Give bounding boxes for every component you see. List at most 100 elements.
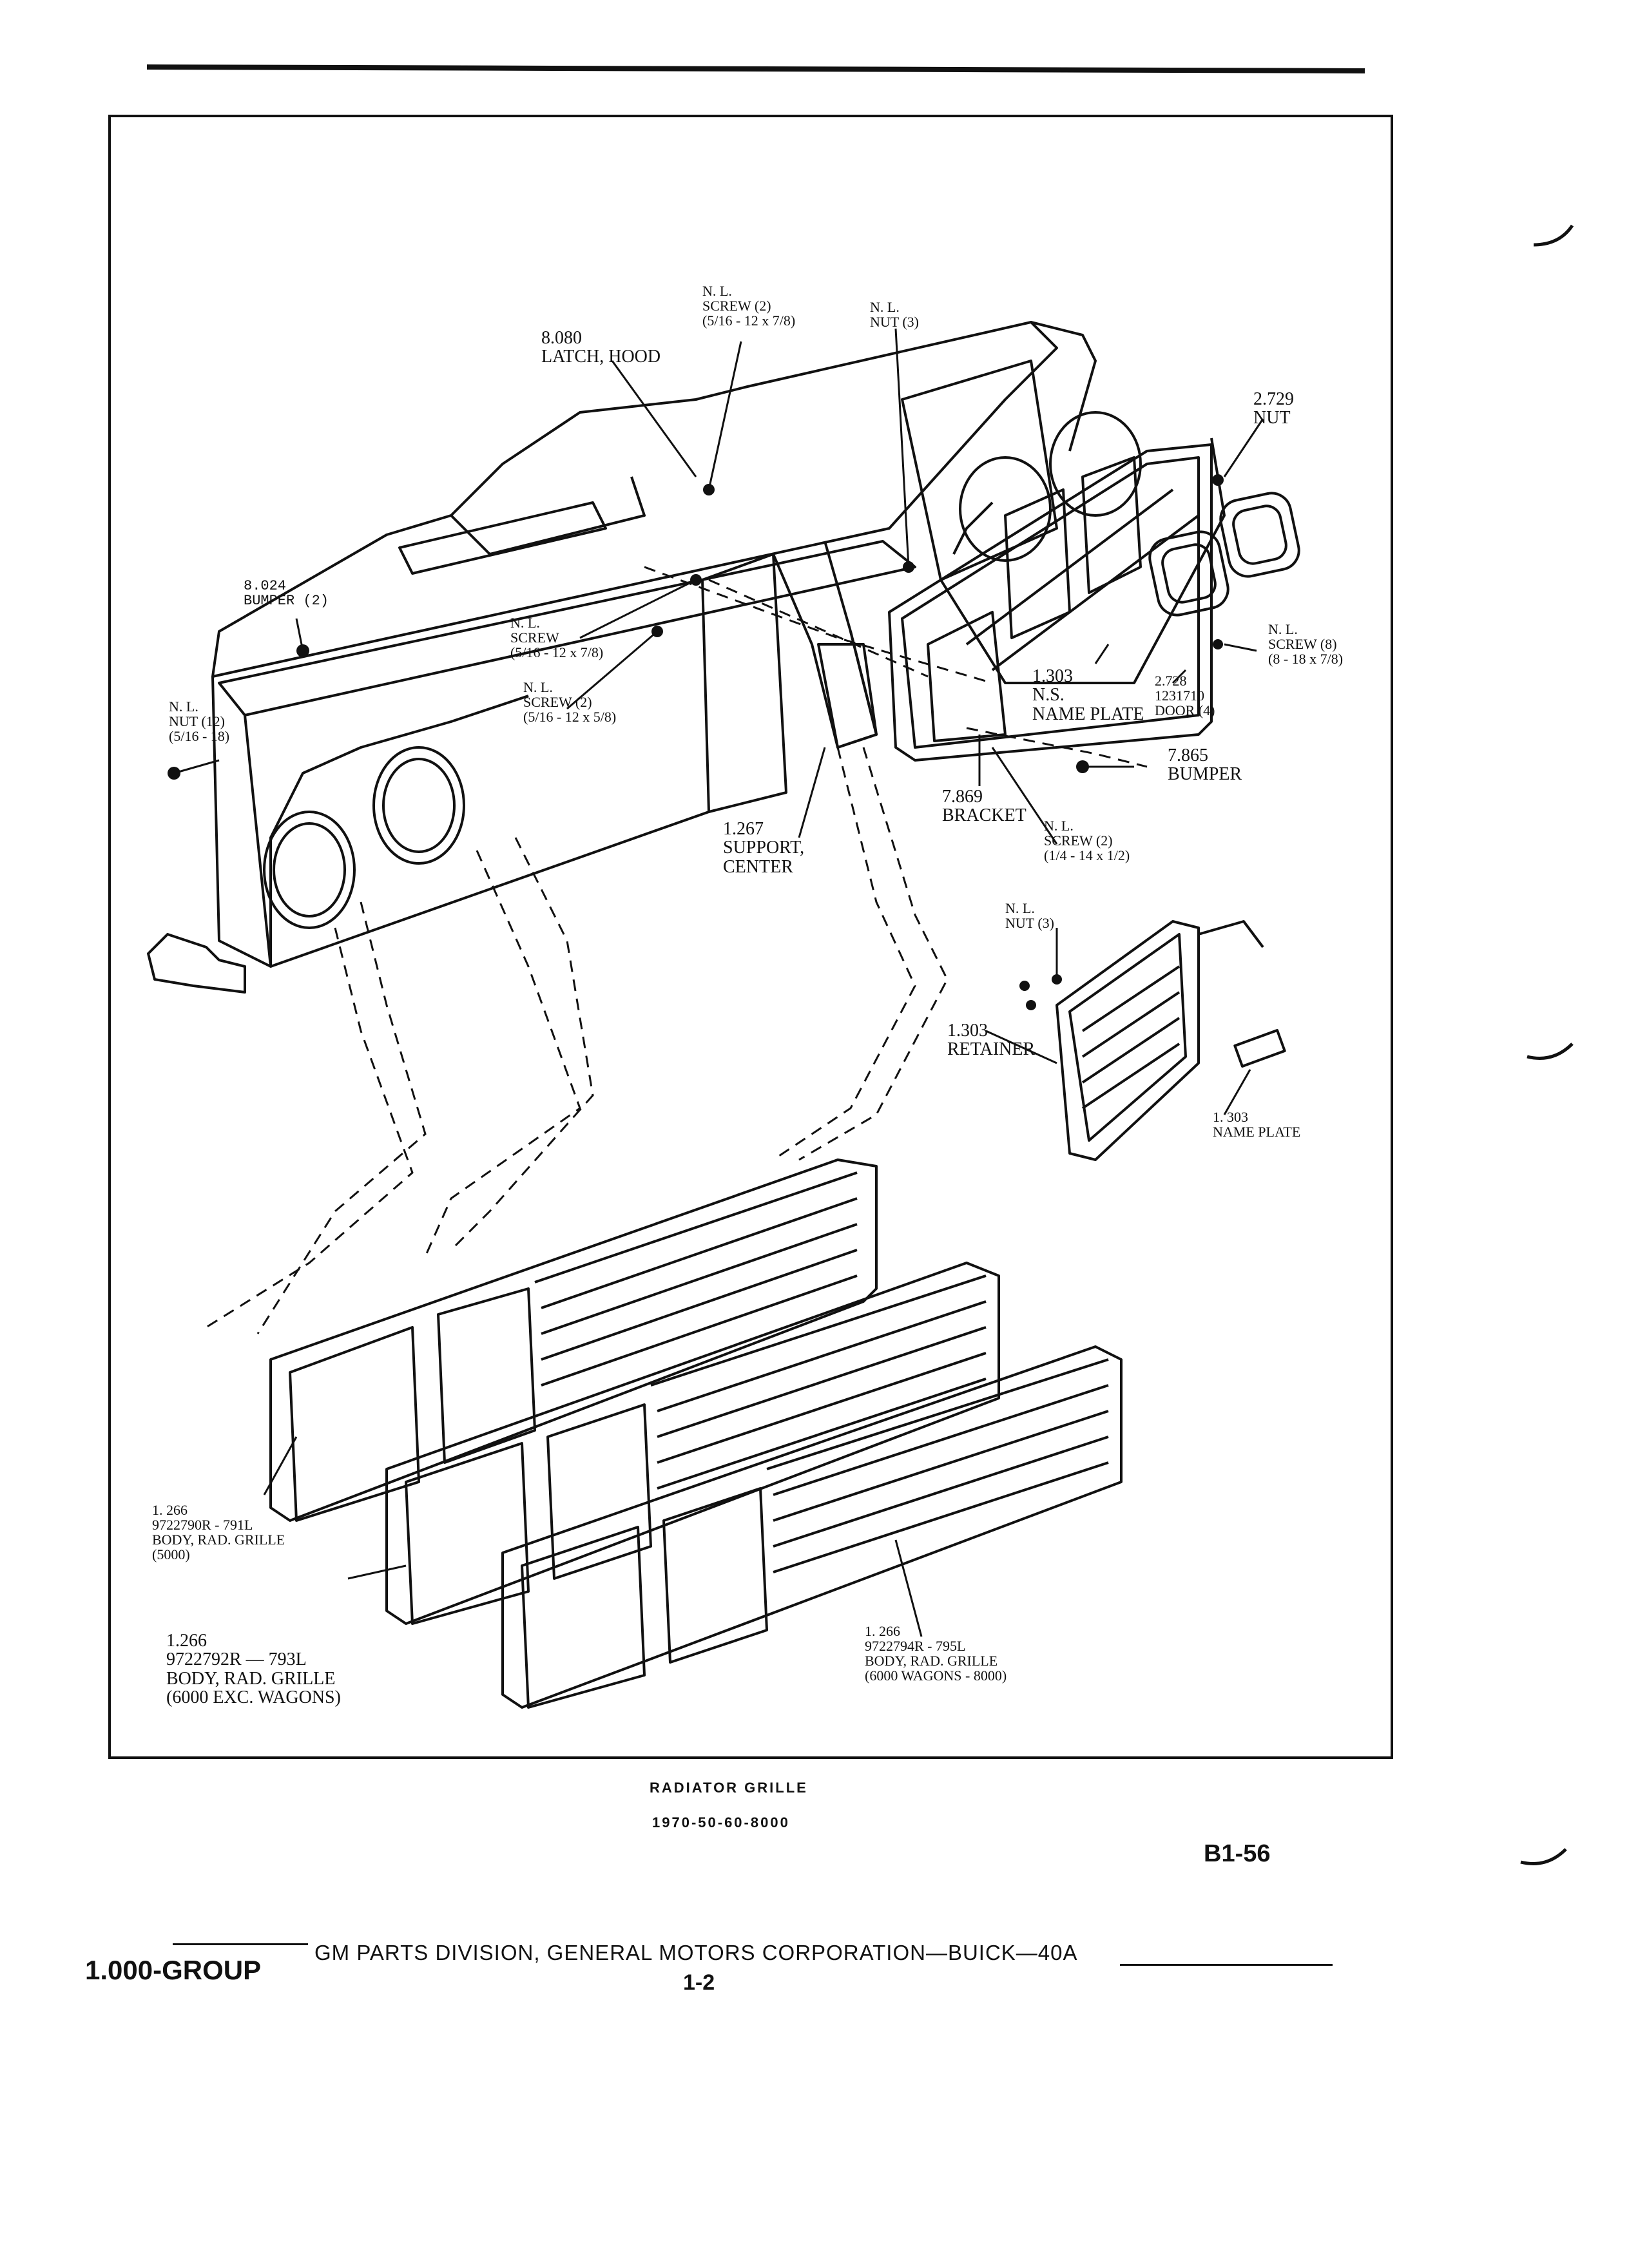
callout-line: BUMPER (2) (244, 593, 329, 610)
callout-line: N. L. (702, 283, 732, 299)
callout-line: BODY, RAD. GRILLE (865, 1653, 998, 1669)
callout-line: N. L. (1005, 900, 1035, 916)
callout-line: DOOR (4) (1155, 702, 1215, 719)
callout-line: NUT (3) (870, 314, 919, 331)
callout-line: (5/16 - 12 x 7/8) (702, 312, 796, 329)
page-id: B1-56 (1204, 1840, 1271, 1867)
callout-line: 1. 266 (865, 1623, 900, 1639)
callout-line: NAME PLATE (1032, 704, 1144, 724)
callout-line: N. L. (510, 615, 540, 631)
callout-line: 1.266 (166, 1631, 207, 1651)
callout-line: 1.303 (947, 1021, 988, 1041)
callout-line: (5000) (152, 1546, 190, 1563)
callout-line: RETAINER (947, 1039, 1036, 1060)
callout-line: 1. 266 (152, 1502, 188, 1518)
callout-line: 8.024 (244, 578, 287, 594)
callout-line: 9722794R - 795L (865, 1638, 966, 1655)
callout-line: 9722792R — 793L (166, 1649, 307, 1670)
callout-line: SCREW (2) (702, 298, 771, 314)
callout-line: BODY, RAD. GRILLE (166, 1668, 336, 1689)
callout-line: (8 - 18 x 7/8) (1268, 651, 1344, 668)
callout-line: NUT (12) (169, 713, 225, 730)
callout-line: N.S. (1032, 685, 1065, 706)
callout-nl-screw-58: N. L.SCREW (2)(5/16 - 12 x 5/8) (523, 680, 616, 724)
callout-line: NUT (3) (1005, 915, 1054, 932)
callout-line: N. L. (1044, 818, 1074, 834)
callout-nl-screw-mid: N. L.SCREW(5/16 - 12 x 7/8) (510, 615, 603, 660)
callout-line: 1231710 (1155, 687, 1204, 704)
grille-body-5000 (269, 1158, 878, 1522)
callout-line: 1.267 (723, 819, 764, 839)
callout-line: SCREW (2) (523, 694, 592, 711)
callout-line: N. L. (870, 299, 900, 315)
callout-line: (1/4 - 14 x 1/2) (1044, 847, 1130, 864)
footer-rule-right (1120, 1964, 1333, 1966)
callout-line: 1.303 (1032, 666, 1073, 686)
callout-line: 7.865 (1168, 745, 1208, 765)
callout-nl-nut-12: N. L.NUT (12)(5/16 - 18) (169, 699, 229, 744)
callout-line: CENTER (723, 856, 793, 877)
callout-nl-nut-inset: N. L.NUT (3) (1005, 901, 1054, 930)
illustration-frame (108, 115, 1393, 1759)
installed-grille (888, 443, 1213, 762)
leader-lines (173, 328, 1264, 1637)
callout-line: N. L. (169, 698, 198, 715)
callout-nl-screw-14: N. L.SCREW (2)(1/4 - 14 x 1/2) (1044, 818, 1130, 863)
callout-line: BRACKET (942, 805, 1027, 826)
callout-line: 2.729 (1253, 389, 1294, 409)
callout-nl-nut-top: N. L.NUT (3) (870, 300, 919, 329)
callout-line: SCREW (510, 629, 559, 646)
figure-years: 1970-50-60-8000 (652, 1814, 790, 1831)
callout-line: 2.728 (1155, 673, 1187, 689)
callout-line: NAME PLATE (1213, 1124, 1301, 1140)
callout-line: N. L. (523, 679, 553, 695)
callout-line: 1. 303 (1213, 1109, 1248, 1125)
callout-line: 7.869 (942, 787, 983, 807)
radiator-support (147, 321, 1226, 994)
callout-line: (5/16 - 12 x 5/8) (523, 709, 617, 726)
callout-line: BODY, RAD. GRILLE (152, 1532, 285, 1548)
headlamp-doors (1148, 492, 1300, 617)
grille-body-8000 (501, 1345, 1123, 1709)
callout-line: (5/16 - 18) (169, 728, 230, 745)
callout-line: BUMPER (1168, 764, 1242, 785)
callout-line: SCREW (2) (1044, 832, 1113, 849)
callout-line: NUT (1253, 408, 1291, 428)
grille-body-6000 (385, 1262, 1000, 1625)
footer-group: 1.000-GROUP (85, 1955, 262, 1985)
inset-grille (1055, 920, 1286, 1161)
callout-line: N. L. (1268, 621, 1298, 637)
callout-line: 9722790R - 791L (152, 1517, 253, 1533)
callout-line: (6000 EXC. WAGONS) (166, 1687, 341, 1708)
callout-line: SUPPORT, (723, 838, 805, 858)
callout-line: (5/16 - 12 x 7/8) (510, 644, 604, 661)
binder-marks (1520, 224, 1574, 1865)
callout-line: SCREW (8) (1268, 636, 1337, 653)
callout-nl-screw-top: N. L.SCREW (2)(5/16 - 12 x 7/8) (702, 284, 795, 328)
alignment-lines (206, 566, 1148, 1334)
footer-rule-left (173, 1943, 308, 1945)
footer-page-number: 1-2 (683, 1970, 715, 1995)
support-headlamps (263, 411, 1142, 929)
fasteners (168, 474, 1224, 1010)
footer-text: GM PARTS DIVISION, GENERAL MOTORS CORPOR… (314, 1941, 1078, 1965)
figure-title: RADIATOR GRILLE (650, 1780, 808, 1796)
callout-line: LATCH, HOOD (541, 347, 661, 367)
callout-line: (6000 WAGONS - 8000) (865, 1667, 1007, 1684)
callout-line: 8.080 (541, 328, 582, 348)
callout-nl-screw-8: N. L.SCREW (8)(8 - 18 x 7/8) (1268, 622, 1343, 666)
